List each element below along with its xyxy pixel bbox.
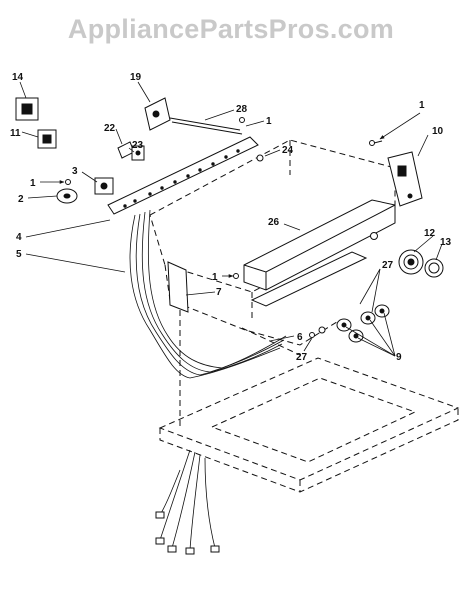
control-bracket — [107, 136, 259, 215]
callout-2: 2 — [18, 194, 24, 205]
callout-26: 26 — [268, 217, 280, 228]
knob-part-12 — [398, 249, 424, 275]
console-cover — [243, 199, 396, 307]
leader-lines — [19, 81, 443, 357]
switch-part-3 — [94, 177, 114, 195]
callout-13: 13 — [440, 237, 452, 248]
callout-7: 7 — [216, 287, 222, 298]
bracket-part-10 — [387, 151, 423, 207]
callout-1-top: 1 — [266, 116, 272, 127]
switch-part-11 — [37, 129, 57, 149]
switch-part-14 — [15, 97, 39, 121]
callout-4: 4 — [16, 232, 22, 243]
knob-part-2 — [56, 188, 78, 204]
callout-22: 22 — [104, 123, 116, 134]
callout-1-mid: 1 — [212, 272, 218, 283]
knob-part-13 — [424, 258, 444, 278]
callout-1-left: 1 — [30, 178, 36, 189]
callout-11: 11 — [10, 128, 21, 139]
panel-part-7 — [167, 261, 189, 313]
callout-1-top-right: 1 — [419, 100, 425, 111]
rod-part-28 — [169, 117, 243, 135]
wire-harness — [129, 209, 287, 555]
screw-part-6 — [309, 326, 326, 338]
callout-5: 5 — [16, 249, 22, 260]
callout-14: 14 — [12, 72, 24, 83]
callout-28: 28 — [236, 104, 248, 115]
console-panel — [149, 139, 396, 346]
callout-23: 23 — [132, 140, 144, 151]
callout-9: 9 — [396, 352, 402, 363]
switch-part-19 — [144, 97, 171, 131]
callout-24: 24 — [282, 145, 294, 156]
callout-27-lower: 27 — [296, 352, 308, 363]
callout-19: 19 — [130, 72, 142, 83]
callout-10: 10 — [432, 126, 444, 137]
callout-27-upper: 27 — [382, 260, 394, 271]
screw-part-24 — [256, 154, 264, 162]
callout-6: 6 — [297, 332, 303, 343]
screw-icon — [65, 117, 383, 279]
callout-12: 12 — [424, 228, 436, 239]
callout-3: 3 — [72, 166, 78, 177]
part-23 — [131, 145, 145, 161]
watermark: AppliancePartsPros.com — [67, 14, 395, 44]
